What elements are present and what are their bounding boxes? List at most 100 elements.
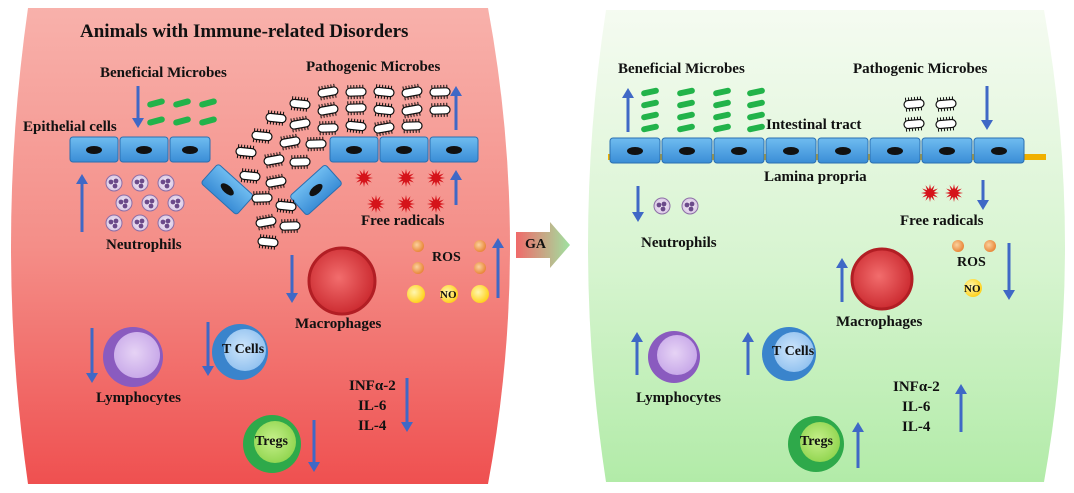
beneficial-microbe xyxy=(747,87,765,97)
right-tregs-cell xyxy=(800,422,840,462)
left-t-cells-label: T Cells xyxy=(222,342,265,357)
ros-dot xyxy=(412,262,424,274)
right-neutrophils-label: Neutrophils xyxy=(641,235,717,251)
beneficial-microbe xyxy=(173,116,191,126)
right-beneficial-microbes-label: Beneficial Microbes xyxy=(618,61,745,77)
beneficial-microbe xyxy=(677,111,695,121)
left-no-label: NO xyxy=(440,289,457,301)
arrow-head xyxy=(202,366,214,376)
pathogenic-microbe xyxy=(429,84,451,100)
ros-dot xyxy=(984,240,996,252)
left-tregs-label: Tregs xyxy=(255,434,288,449)
beneficial-microbe xyxy=(747,99,765,109)
neutrophil xyxy=(157,174,175,192)
right-free-radicals-label: Free radicals xyxy=(900,213,984,229)
ros-dot xyxy=(412,240,424,252)
neutrophil xyxy=(131,174,149,192)
pathogenic-microbe xyxy=(289,96,311,112)
right-tregs-label: Tregs xyxy=(800,434,833,449)
pathogenic-microbe xyxy=(903,96,925,112)
arrow-head xyxy=(401,422,413,432)
left-beneficial-microbes-label: Beneficial Microbes xyxy=(100,65,227,81)
right-t-cells-label: T Cells xyxy=(772,344,815,359)
no-dot xyxy=(471,285,489,303)
right-lymphocyte-cell xyxy=(657,335,697,375)
beneficial-microbe xyxy=(713,111,731,121)
pathogenic-microbe xyxy=(275,198,297,214)
pathogenic-microbe xyxy=(429,102,451,118)
left-pathogenic-microbes xyxy=(235,83,451,250)
left-epithelial-cells-label: Epithelial cells xyxy=(23,119,117,135)
beneficial-microbe xyxy=(199,98,217,108)
no-dot xyxy=(407,285,425,303)
free-radical xyxy=(427,195,445,213)
arrow-head xyxy=(622,88,634,98)
left-ros-label: ROS xyxy=(432,250,461,265)
pathogenic-microbe xyxy=(317,83,339,101)
arrow-head xyxy=(977,200,989,210)
pathogenic-microbe xyxy=(305,136,327,152)
beneficial-microbe xyxy=(147,116,165,126)
neutrophil xyxy=(653,197,671,215)
pathogenic-microbe xyxy=(239,168,261,184)
pathogenic-microbe xyxy=(345,118,367,134)
right-no-label: NO xyxy=(964,283,981,295)
right-beneficial-microbes xyxy=(641,87,765,133)
arrow-head xyxy=(450,170,462,180)
right-t-cell xyxy=(774,332,814,372)
arrow-head xyxy=(852,422,864,432)
neutrophil xyxy=(131,214,149,232)
left-ros-no-group xyxy=(407,240,489,303)
beneficial-microbe xyxy=(677,87,695,97)
right-cytokine-3: IL-4 xyxy=(902,419,931,435)
pathogenic-microbe xyxy=(289,154,311,170)
pathogenic-microbe xyxy=(373,119,395,137)
left-macrophage-cell xyxy=(307,246,377,316)
left-cytokine-3: IL-4 xyxy=(358,418,387,434)
arrow-head xyxy=(308,462,320,472)
right-ros-no-group xyxy=(952,240,996,297)
right-ros-label: ROS xyxy=(957,255,986,270)
neutrophil xyxy=(115,194,133,212)
arrow-head xyxy=(492,238,504,248)
ros-dot xyxy=(474,240,486,252)
arrow-head xyxy=(631,332,643,342)
right-intestinal-tract-label: Intestinal tract xyxy=(766,117,862,133)
arrow-head xyxy=(132,118,144,128)
no-dot xyxy=(440,285,458,303)
pathogenic-microbe xyxy=(317,101,339,119)
left-t-cell xyxy=(224,329,266,371)
regulation-arrows xyxy=(76,86,1015,472)
ga-treatment-arrow[interactable] xyxy=(516,222,570,268)
right-free-radicals xyxy=(921,184,963,202)
arrow-head xyxy=(286,293,298,303)
free-radical xyxy=(397,195,415,213)
free-radical xyxy=(397,169,415,187)
beneficial-microbe xyxy=(747,111,765,121)
arrow-head xyxy=(632,212,644,222)
neutrophil xyxy=(681,197,699,215)
left-cytokine-1: INFα-2 xyxy=(349,378,396,394)
beneficial-microbe xyxy=(173,98,191,108)
ga-label: GA xyxy=(525,237,546,252)
arrow-head xyxy=(742,332,754,342)
beneficial-microbe xyxy=(641,99,659,109)
pathogenic-microbe xyxy=(279,133,301,151)
pathogenic-microbe xyxy=(265,110,287,126)
pathogenic-microbe xyxy=(345,100,367,116)
pathogenic-microbe xyxy=(373,84,395,100)
pathogenic-microbe xyxy=(401,101,423,119)
neutrophil xyxy=(157,214,175,232)
free-radical xyxy=(921,184,939,202)
left-neutrophils xyxy=(105,174,185,232)
free-radical xyxy=(945,184,963,202)
pathogenic-microbe xyxy=(935,116,957,132)
free-radical xyxy=(355,169,373,187)
ros-dot xyxy=(952,240,964,252)
right-lymphocytes-label: Lymphocytes xyxy=(636,390,722,406)
pathogenic-microbe xyxy=(257,234,279,250)
pathogenic-microbe xyxy=(279,218,301,234)
right-neutrophils xyxy=(653,197,699,215)
left-cytokine-2: IL-6 xyxy=(358,398,387,414)
left-free-radicals xyxy=(355,169,445,213)
